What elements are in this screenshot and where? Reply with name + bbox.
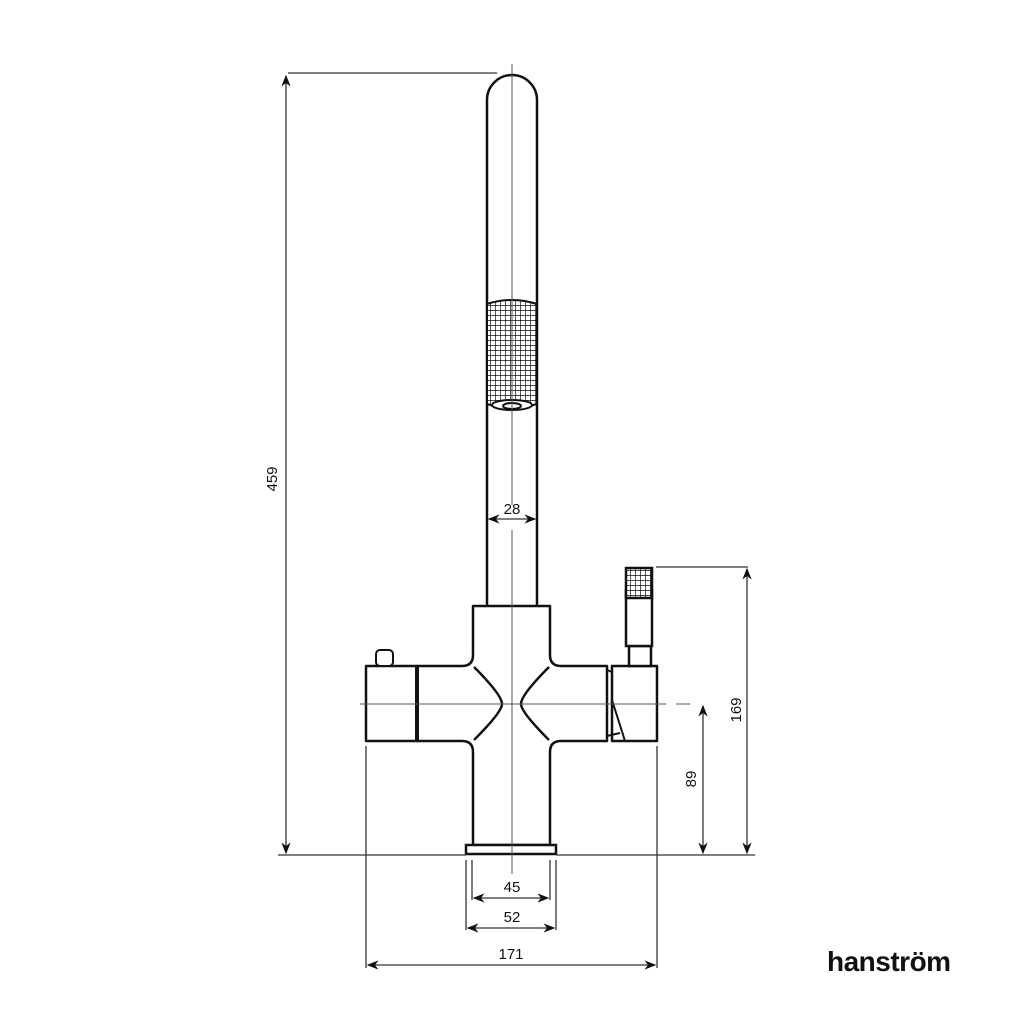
dim-handle-height: 169	[728, 697, 745, 722]
dim-spout-diameter: 28	[504, 501, 521, 518]
centerlines	[360, 64, 690, 874]
base-plate	[464, 843, 558, 856]
right-lever	[624, 566, 654, 668]
dim-base-outer-width: 52	[504, 909, 521, 926]
dim-base-inner-width: 45	[504, 879, 521, 896]
dim-body-centre-height: 89	[683, 771, 700, 788]
dimension-lines	[278, 72, 755, 970]
dim-overall-height: 459	[264, 466, 281, 491]
left-handle-button	[375, 649, 394, 667]
brand-logo: hanström	[827, 946, 951, 977]
right-collar	[606, 669, 626, 742]
dim-body-width: 171	[498, 946, 523, 963]
